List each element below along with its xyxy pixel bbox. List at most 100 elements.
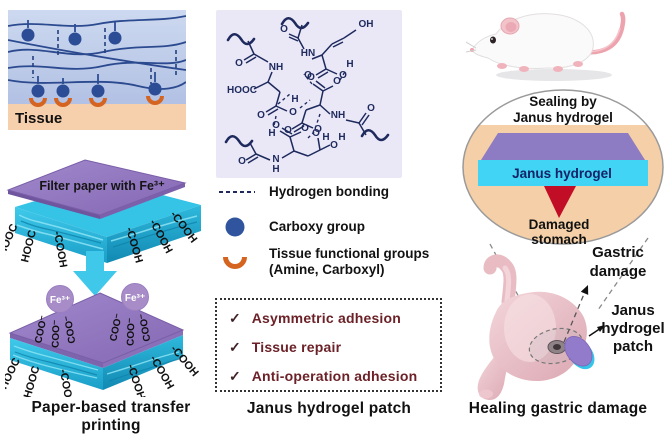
gastric-damage-arrow [563, 285, 589, 343]
svg-text:O: O [280, 24, 288, 35]
checklist-item-label: Asymmetric adhesion [251, 310, 402, 326]
legend-row-tissue-groups: Tissue functional groups (Amine, Carboxy… [216, 246, 458, 278]
fe-ion-label: Fe³⁺ [50, 295, 70, 306]
tissue-label: Tissue [15, 110, 62, 127]
janus-patch-line2: hydrogel [601, 320, 665, 337]
check-icon: ✓ [229, 339, 241, 355]
svg-text:HOOC: HOOC [227, 85, 257, 96]
janus-patch [564, 336, 595, 370]
svg-text:H: H [338, 132, 345, 143]
gastric-damage-line1: Gastric [592, 244, 644, 261]
check-icon: ✓ [229, 368, 241, 384]
svg-text:HOOC: HOOC [5, 222, 20, 257]
svg-text:-COOH: -COOH [51, 230, 69, 267]
checklist-item: ✓ Asymmetric adhesion [229, 309, 428, 327]
caption-transfer-printing: Paper-based transfer printing [31, 399, 191, 434]
legend-label-line2: (Amine, Carboxyl) [269, 262, 385, 277]
svg-text:COO⁻: COO⁻ [126, 318, 138, 346]
tissue-adhesion-panel: Tissue [8, 10, 186, 130]
svg-text:HOOC: HOOC [22, 365, 43, 397]
legend-label: Carboxy group [269, 219, 366, 234]
legend-label-line1: Tissue functional groups [269, 246, 430, 261]
hydrogen-bond-dashes [32, 28, 177, 84]
svg-text:O: O [257, 110, 265, 121]
hydrogen-bonding-icon [219, 191, 255, 193]
mouse-whiskers [466, 41, 477, 53]
mouse-eye-highlight [491, 38, 493, 40]
tissue-layer [8, 104, 186, 130]
svg-text:O: O [307, 72, 315, 83]
svg-text:H: H [268, 128, 275, 139]
sealing-label-line1: Sealing by [529, 94, 597, 109]
svg-text:H: H [272, 164, 279, 175]
carboxy-group-icon [225, 217, 245, 237]
svg-text:O: O [312, 128, 320, 139]
printed-janus-stack: Fe³⁺ Fe³⁺ COO⁻ COO⁻ COO⁻ COO⁻ COO⁻ COO⁻ … [5, 283, 201, 397]
zoom-circle-labels: Sealing by Janus hydrogel Janus hydrogel… [512, 94, 613, 247]
damaged-stomach-line2: stomach [531, 232, 587, 247]
mouse-shadow [496, 69, 612, 81]
svg-text:COO⁻: COO⁻ [63, 315, 79, 345]
svg-text:O: O [301, 123, 309, 134]
patch-backing-layer [481, 133, 645, 160]
svg-text:-COOH: -COOH [57, 368, 75, 397]
svg-text:H: H [322, 132, 329, 143]
patch-adhesive-layer [478, 160, 648, 186]
check-icon: ✓ [229, 310, 241, 326]
stomach-scene [477, 237, 649, 400]
hydrogen-bonding-structure: O NH HOOC O O H O HN OH O O H O NH O O O… [224, 16, 390, 175]
checklist-item-label: Anti-operation adhesion [251, 368, 418, 384]
svg-text:COO⁻: COO⁻ [51, 320, 63, 348]
filter-paper-sheet [6, 159, 187, 219]
filter-paper-label: Filter paper with Fe³⁺ [39, 179, 165, 193]
polymer-network-lines [8, 15, 186, 90]
svg-text:COO⁻: COO⁻ [138, 313, 154, 343]
svg-text:O: O [235, 58, 243, 69]
svg-text:N: N [272, 154, 279, 165]
svg-text:O: O [314, 124, 322, 135]
patch-purple-face [564, 336, 593, 367]
janus-patch-label: Janus hydrogel patch [594, 302, 668, 356]
stomach-highlight [504, 294, 556, 362]
svg-text:HOOC: HOOC [5, 356, 23, 391]
mouse-eye [490, 36, 496, 44]
sealing-zoom-circle: Sealing by Janus hydrogel Janus hydrogel… [462, 89, 664, 247]
svg-text:H: H [346, 59, 353, 70]
gastric-damage-label: Gastric damage [575, 243, 661, 281]
tissue-functional-group-crescents [29, 96, 164, 107]
caption-janus-hydrogel-patch: Janus hydrogel patch [246, 400, 412, 417]
svg-text:O: O [304, 70, 312, 81]
janus-patch-line1: Janus [611, 302, 655, 319]
hydrogen-bond-dashed-lines [273, 69, 347, 139]
svg-text:NH: NH [331, 110, 345, 121]
carboxy-pendant-stems [27, 20, 156, 84]
svg-text:NH: NH [269, 62, 283, 73]
polymer-backbone-squiggles [224, 16, 390, 148]
janus-hydrogel-band-label: Janus hydrogel [512, 166, 612, 181]
janus-properties-checklist: ✓ Asymmetric adhesion ✓ Tissue repair ✓ … [215, 298, 442, 392]
checklist-item: ✓ Anti-operation adhesion [229, 367, 428, 385]
gastric-damage-hole-center [553, 344, 561, 350]
filter-paper-stack: Filter paper with Fe³⁺ HOOC HOOC -COOH -… [5, 159, 201, 267]
legend-label: Hydrogen bonding [269, 184, 389, 199]
tissue-functional-groups-icon [223, 257, 247, 269]
mouse-illustration [466, 11, 626, 81]
svg-text:O: O [367, 103, 375, 114]
svg-text:O: O [330, 140, 338, 151]
patch-arrow [588, 325, 605, 337]
mouse-feet [497, 61, 583, 72]
svg-text:O: O [289, 107, 297, 118]
svg-text:H: H [291, 94, 298, 105]
svg-text:O: O [339, 70, 347, 81]
printed-slab [8, 292, 185, 390]
legend-row-carboxy-group: Carboxy group [216, 216, 448, 238]
svg-text:O: O [284, 125, 292, 136]
checklist-item-label: Tissue repair [251, 339, 342, 355]
janus-patch-line3: patch [612, 338, 653, 355]
pylorus-opening [479, 389, 493, 399]
transfer-arrow [73, 251, 117, 296]
fe-ion-label: Fe³⁺ [125, 293, 145, 304]
damage-wedge [544, 186, 576, 218]
mouse-ear-inner [505, 22, 517, 32]
